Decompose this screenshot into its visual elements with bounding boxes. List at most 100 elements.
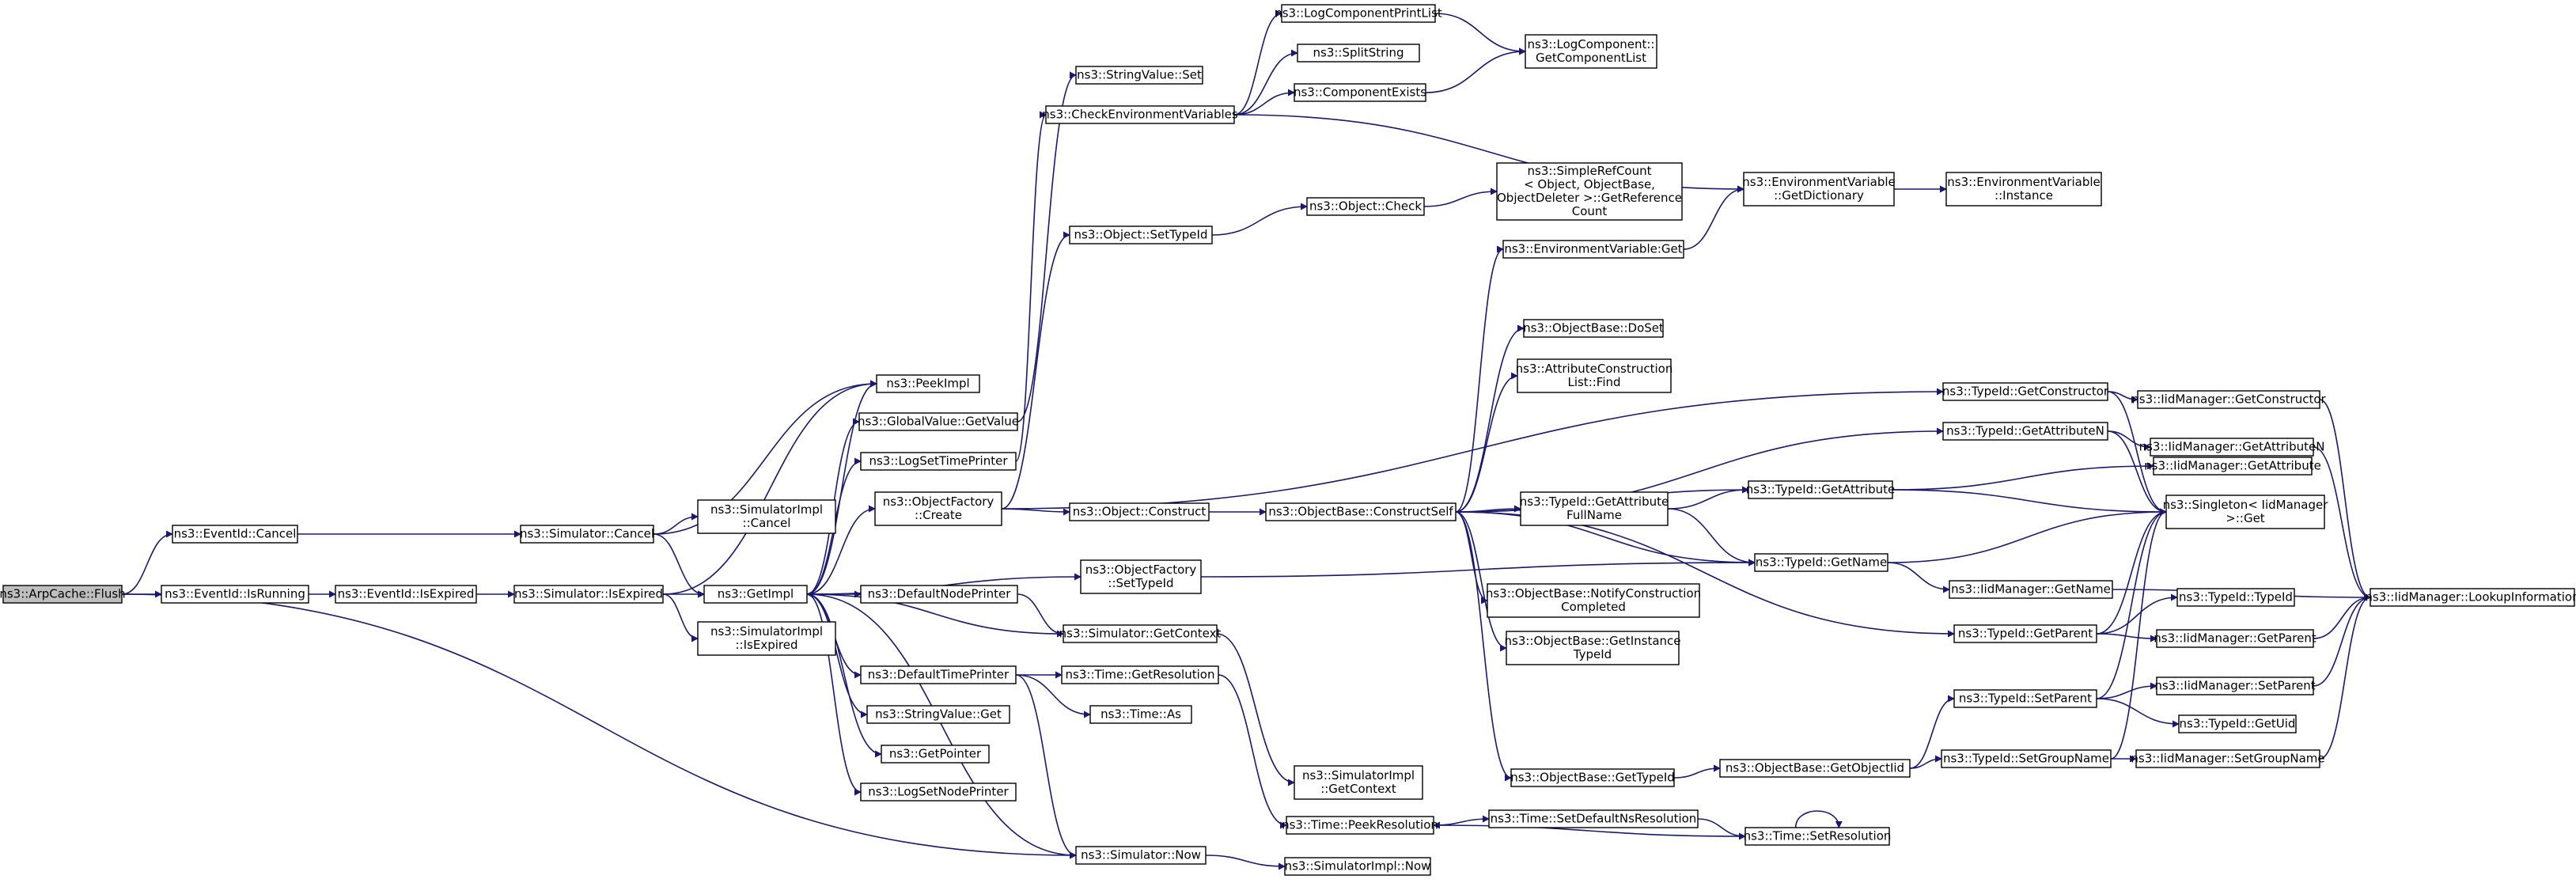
- node-ns3-objectbase-gettypeid[interactable]: ns3::ObjectBase::GetTypeId: [1510, 768, 1675, 787]
- node-ns3-iidmanager-getconstructor[interactable]: ns3::IidManager::GetConstructor: [2131, 390, 2327, 409]
- node-ns3-objectbase-doset[interactable]: ns3::ObjectBase::DoSet: [1523, 319, 1664, 338]
- node-ns3-iidmanager-lookupinformation[interactable]: ns3::IidManager::LookupInformation: [2365, 588, 2576, 607]
- node-label: ns3::Simulator::Cancel: [520, 527, 654, 541]
- edge-n53-n62: [2096, 633, 2157, 642]
- node-label: ns3::ObjectBase::GetObjectIid: [1726, 761, 1904, 775]
- node-ns3-simulator-cancel[interactable]: ns3::Simulator::Cancel: [520, 525, 654, 544]
- node-ns3-stringvalue-set[interactable]: ns3::StringValue::Set: [1075, 66, 1203, 85]
- node-ns3-logsetnodeprinter[interactable]: ns3::LogSetNodePrinter: [860, 783, 1017, 802]
- node-label: ns3::Time::As: [1100, 707, 1181, 722]
- node-label: ns3::ObjectBase::ConstructSelf: [1268, 505, 1453, 519]
- edge-n42-n51: [1667, 486, 1749, 510]
- node-ns3-objectfactory-settypeid[interactable]: ns3::ObjectFactory::SetTypeId: [1080, 559, 1202, 594]
- node-box: [1949, 580, 2113, 599]
- node-label: ns3::Singleton< IidManager: [2163, 498, 2329, 512]
- node-ns3-typeid-getname[interactable]: ns3::TypeId::GetName: [1754, 553, 1888, 572]
- node-ns3-logsettimeprinter[interactable]: ns3::LogSetTimePrinter: [860, 452, 1017, 471]
- node-ns3-defaulttimeprinter[interactable]: ns3::DefaultTimePrinter: [860, 665, 1017, 684]
- node-ns3-environmentvariable-getdictionary[interactable]: ns3::EnvironmentVariable::GetDictionary: [1742, 172, 1896, 207]
- edge-n63-n66: [2313, 593, 2371, 687]
- node-ns3-iidmanager-setparent[interactable]: ns3::IidManager::SetParent: [2154, 676, 2316, 695]
- node-ns3-object-construct[interactable]: ns3::Object::Construct: [1069, 502, 1210, 521]
- node-ns3-simulatorimpl-cancel[interactable]: ns3::SimulatorImpl::Cancel: [697, 499, 836, 534]
- node-label: ns3::Time::SetResolution: [1744, 829, 1892, 843]
- node-box: [1286, 816, 1434, 835]
- edge-n36-n44: [1455, 511, 1507, 652]
- node-ns3-getpointer[interactable]: ns3::GetPointer: [881, 745, 990, 764]
- node-ns3-time-setresolution[interactable]: ns3::Time::SetResolution: [1744, 827, 1892, 846]
- node-ns3-object-settypeid[interactable]: ns3::Object::SetTypeId: [1069, 225, 1213, 244]
- node-ns3-globalvalue-getvalue[interactable]: ns3::GlobalValue::GetValue: [858, 412, 1019, 431]
- edge-n53-n59: [2096, 508, 2167, 635]
- edge-n37-n38: [1683, 185, 1744, 250]
- node-label: ns3::TypeId::GetConstructor: [1942, 385, 2109, 399]
- node-label: GetComponentList: [1536, 51, 1646, 65]
- node-box: [1953, 624, 2097, 643]
- node-ns3-checkenvironmentvariables[interactable]: ns3::CheckEnvironmentVariables: [1042, 105, 1238, 124]
- node-ns3-objectbase-getobjectiid[interactable]: ns3::ObjectBase::GetObjectIid: [1719, 759, 1911, 778]
- node-box: [866, 705, 1010, 724]
- node-label: ns3::ObjectFactory: [883, 495, 994, 509]
- node-ns3-simulator-now[interactable]: ns3::Simulator::Now: [1075, 846, 1207, 865]
- node-ns3-simulator-isexpired[interactable]: ns3::Simulator::IsExpired: [513, 585, 664, 604]
- node-label: ns3::EnvironmentVariable:Get: [1504, 242, 1682, 256]
- node-ns3-logcomponent-getcomponentlist[interactable]: ns3::LogComponent::GetComponentList: [1525, 34, 1657, 69]
- node-ns3-object-check[interactable]: ns3::Object::Check: [1306, 197, 1425, 216]
- node-ns3-objectbase-notifyconstruction-completed[interactable]: ns3::ObjectBase::NotifyConstructionCompl…: [1486, 583, 1701, 618]
- node-ns3-time-getresolution[interactable]: ns3::Time::GetResolution: [1061, 665, 1219, 684]
- node-ns3-environmentvariable-instance[interactable]: ns3::EnvironmentVariable::Instance: [1945, 172, 2102, 207]
- edge-n54-n64: [2096, 698, 2180, 728]
- node-ns3-iidmanager-getparent[interactable]: ns3::IidManager::GetParent: [2154, 629, 2317, 648]
- node-box: [1942, 422, 2108, 441]
- node-label: ns3::ObjectBase::NotifyConstruction: [1486, 586, 1701, 601]
- node-ns3-environmentvariable-get[interactable]: ns3::EnvironmentVariable:Get: [1502, 240, 1684, 259]
- node-ns3-objectbase-constructself[interactable]: ns3::ObjectBase::ConstructSelf: [1265, 502, 1457, 521]
- node-ns3-eventid-isrunning[interactable]: ns3::EventId::IsRunning: [161, 585, 309, 604]
- node-box: [1510, 768, 1675, 787]
- node-ns3-iidmanager-getattributen[interactable]: ns3::IidManager::GetAttributeN: [2139, 438, 2325, 457]
- node-ns3-defaultnodeprinter[interactable]: ns3::DefaultNodePrinter: [860, 585, 1018, 604]
- node-ns3-typeid-getparent[interactable]: ns3::TypeId::GetParent: [1953, 624, 2097, 643]
- node-ns3-eventid-cancel[interactable]: ns3::EventId::Cancel: [172, 525, 298, 544]
- node-ns3-iidmanager-getname[interactable]: ns3::IidManager::GetName: [1949, 580, 2113, 599]
- node-box: [1306, 197, 1425, 216]
- edge-n54-n63: [2096, 682, 2157, 699]
- node-ns3-objectfactory-create[interactable]: ns3::ObjectFactory::Create: [874, 491, 1002, 526]
- node-ns3-typeid-setgroupname[interactable]: ns3::TypeId::SetGroupName: [1941, 749, 2112, 768]
- node-ns3-splitstring[interactable]: ns3::SplitString: [1297, 44, 1420, 63]
- node-ns3-logcomponentprintlist[interactable]: ns3::LogComponentPrintList: [1275, 4, 1442, 23]
- node-ns3-stringvalue-get[interactable]: ns3::StringValue::Get: [866, 705, 1010, 724]
- node-ns3-componentexists[interactable]: ns3::ComponentExists: [1294, 83, 1426, 102]
- node-ns3-peekimpl[interactable]: ns3::PeekImpl: [876, 374, 980, 393]
- node-ns3-singleton-iidmanager-get[interactable]: ns3::Singleton< IidManager>::Get: [2163, 495, 2329, 529]
- node-label: ns3::CheckEnvironmentVariables: [1042, 108, 1238, 122]
- node-ns3-typeid-getconstructor[interactable]: ns3::TypeId::GetConstructor: [1942, 382, 2109, 401]
- node-ns3-iidmanager-setgroupname[interactable]: ns3::IidManager::SetGroupName: [2131, 749, 2325, 768]
- node-box: [2156, 676, 2314, 695]
- node-ns3-simplerefcount-object-objectbase-objectdeleter-getreference-count[interactable]: ns3::SimpleRefCount< Object, ObjectBase,…: [1496, 162, 1683, 221]
- node-ns3-arpcache-flush[interactable]: ns3::ArpCache::Flush: [0, 585, 126, 604]
- node-label: ::SetTypeId: [1108, 576, 1173, 590]
- node-label: ns3::TypeId::GetAttribute: [1520, 495, 1669, 509]
- node-ns3-simulator-getcontext[interactable]: ns3::Simulator::GetContext: [1059, 624, 1222, 643]
- node-ns3-getimpl[interactable]: ns3::GetImpl: [703, 585, 808, 604]
- node-ns3-typeid-getattribute[interactable]: ns3::TypeId::GetAttribute: [1746, 480, 1895, 499]
- node-label: ns3::SimulatorImpl: [710, 502, 823, 517]
- node-ns3-typeid-getuid[interactable]: ns3::TypeId::GetUid: [2178, 714, 2297, 733]
- node-ns3-time-peekresolution[interactable]: ns3::Time::PeekResolution: [1282, 816, 1438, 835]
- node-ns3-typeid-typeid[interactable]: ns3::TypeId::TypeId: [2176, 588, 2295, 607]
- node-ns3-simulatorimpl-getcontext[interactable]: ns3::SimulatorImpl::GetContext: [1294, 765, 1423, 800]
- edge-n19-n32: [1233, 89, 1295, 116]
- node-ns3-eventid-isexpired[interactable]: ns3::EventId::IsExpired: [335, 585, 477, 604]
- node-ns3-simulatorimpl-now[interactable]: ns3::SimulatorImpl::Now: [1284, 857, 1431, 876]
- node-ns3-time-as[interactable]: ns3::Time::As: [1089, 705, 1192, 724]
- node-ns3-iidmanager-getattribute[interactable]: ns3::IidManager::GetAttribute: [2144, 457, 2321, 476]
- node-ns3-typeid-setparent[interactable]: ns3::TypeId::SetParent: [1953, 689, 2097, 708]
- node-ns3-time-setdefaultnsresolution[interactable]: ns3::Time::SetDefaultNsResolution: [1488, 809, 1699, 828]
- node-ns3-typeid-getattributen[interactable]: ns3::TypeId::GetAttributeN: [1942, 422, 2108, 441]
- node-ns3-simulatorimpl-isexpired[interactable]: ns3::SimulatorImpl::IsExpired: [697, 621, 836, 656]
- node-box: [1748, 480, 1893, 499]
